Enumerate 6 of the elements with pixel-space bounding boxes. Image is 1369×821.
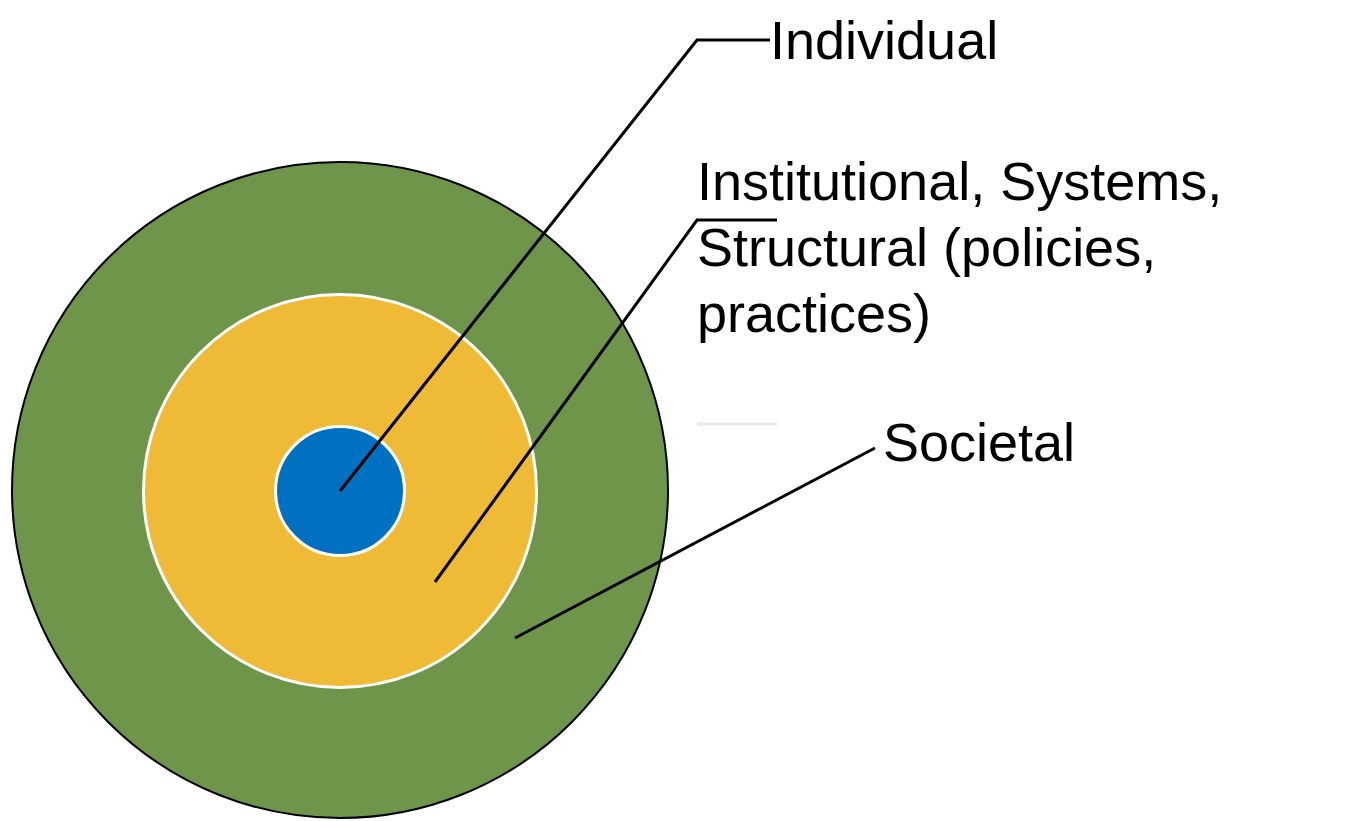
leader-line xyxy=(514,446,876,640)
level-label: Societal xyxy=(883,412,1076,472)
leader-line xyxy=(338,38,770,492)
level-label: Individual xyxy=(770,10,999,70)
leader-line xyxy=(433,218,777,583)
level-label: Institutional, Systems, Structural (policies, practices) xyxy=(697,148,1369,346)
